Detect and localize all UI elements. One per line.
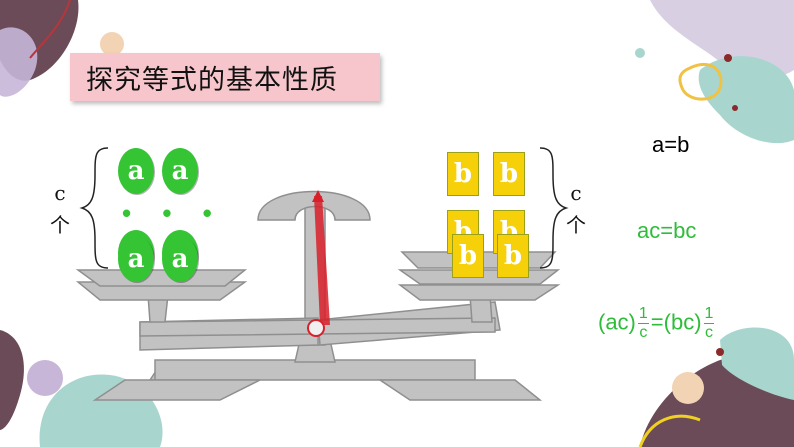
scale-arc-head [257,190,371,221]
right-brace [539,147,569,269]
bottom-left-dark [0,330,24,430]
right-count-unit: 个 [566,213,586,237]
dark-dot-mid [732,105,738,111]
bottom-right-teal [720,327,794,400]
dark-dot-top [724,54,732,62]
dark-dot-bottom [716,348,724,356]
peach-dot-top [100,32,124,56]
pointer-tip [312,190,324,202]
eq3-equals: = [650,309,664,335]
chip-b-bottom-2: b [497,234,529,278]
eq3-left: (ac) [598,309,636,335]
fraction-left-den: c [639,324,648,341]
left-count-label: c 个 [50,180,70,238]
red-curve-top [29,0,71,59]
bottom-left-lilac [27,360,63,396]
top-left-lilac [0,27,38,97]
fraction-right-num: 1 [703,305,715,324]
right-count-label: c 个 [566,180,586,238]
teal-dot-top [635,48,645,58]
pointer-shaft [314,196,330,325]
fraction-right-den: c [705,324,713,341]
left-brace [79,147,109,269]
scale-base-top [154,359,476,381]
gold-ring [678,62,723,101]
left-pan-top [75,269,248,287]
chip-a-bottom-2: a [162,236,198,282]
right-count-c: c [570,181,582,205]
eq3-right: (bc) [663,309,702,335]
scale-base-foot-right [377,379,543,401]
chip-a-bottom-1: a [118,236,154,282]
right-pan [397,284,561,301]
left-count-unit: 个 [50,213,70,237]
chip-a-top-1: a [118,148,154,194]
left-ellipsis: • • • [122,198,224,228]
bottom-right-peach [672,372,704,404]
equation-a-equals-b: a=b [652,132,690,157]
chip-b-top-1: b [447,152,479,196]
title-box: 探究等式的基本性质 [70,53,380,101]
fraction-left-num: 1 [637,305,649,324]
equation-ac-equals-bc: ac=bc [637,218,697,243]
pivot-circle [307,319,325,337]
chip-b-top-2: b [493,152,525,196]
chip-b-bottom-1: b [452,234,484,278]
top-right-teal [698,56,794,144]
yellow-curve-bottom [638,414,701,447]
scale-base-foot-left [92,379,261,401]
page-title: 探究等式的基本性质 [86,64,338,96]
chip-a-top-2: a [162,148,198,194]
left-count-c: c [54,181,66,205]
